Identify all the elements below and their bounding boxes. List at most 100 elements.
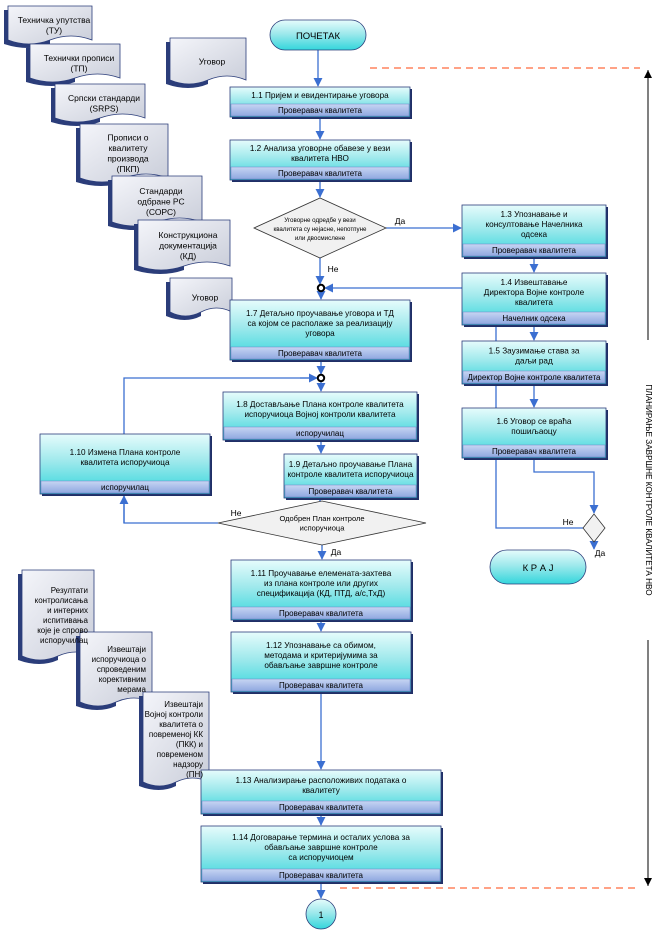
- input-document-3-text: Српски стандарди: [68, 93, 140, 103]
- input-document-3-text: (SRPS): [90, 104, 119, 114]
- merge-junction: [316, 283, 326, 293]
- step-1-3-title: одсека: [521, 230, 548, 239]
- step-1-8-role: испоручилац: [296, 429, 344, 438]
- evidence-document-1-text: које је спрово: [37, 626, 88, 635]
- step-1-3-role: Проверавач квалитета: [492, 246, 577, 255]
- input-document-6-text: Конструкциона: [159, 230, 218, 240]
- input-document-7: [169, 277, 233, 317]
- step-1-6-title: пошиљаоцу: [511, 427, 557, 436]
- reject-line: [123, 495, 218, 524]
- step-1-2-role: Проверавач квалитета: [278, 169, 363, 178]
- step-1-12-role-bar: [231, 678, 411, 692]
- step-1-2-role-bar: [230, 166, 410, 180]
- input-document-8-text: Уговор: [199, 56, 226, 66]
- input-document-8: [169, 37, 247, 85]
- input-document-1: [7, 5, 93, 45]
- step-1-5-title: даљи рад: [515, 357, 553, 366]
- step-1-10-role: испоручилац: [101, 483, 149, 492]
- step-1-5-title: 1.5 Заузимање става за: [489, 347, 580, 356]
- decision-plan-approved-text: испоручиоца: [300, 524, 346, 533]
- decision-contract-unclear-text: или двосмислене: [295, 235, 346, 242]
- step-1-14-title: обављање завршне контроле: [264, 843, 378, 852]
- evidence-document-2-text: корективним: [99, 675, 146, 684]
- decision-contract-unclear-text: квалитета су нејасне, непотпуне: [274, 226, 368, 233]
- step-1-8-title: 1.8 Достављање Плана контроле квалитета: [236, 400, 404, 409]
- input-document-8-shadow: [166, 42, 208, 88]
- input-document-6-text: документација: [159, 240, 217, 250]
- input-document-7-shadow: [166, 282, 201, 320]
- evidence-document-1-text: испитивања: [43, 616, 89, 625]
- side-label: ПЛАНИРАЊЕ ЗАВРШНЕ КОНТРОЛЕ КВАЛИТЕТА НВО: [644, 384, 653, 595]
- input-document-7-text: Уговор: [192, 292, 219, 302]
- step-1-11-role: Проверавач квалитета: [279, 609, 364, 618]
- evidence-document-2-text: мерама: [117, 685, 146, 694]
- step-1-11-title: из плана контроле или других: [264, 579, 378, 588]
- input-document-6-shadow: [134, 224, 184, 274]
- step-1-10-title: квалитета испоручиоца: [80, 458, 169, 467]
- decision-contract-unclear-text: Уговорне одредбе у вези: [284, 217, 356, 224]
- yes-label: Да: [595, 548, 606, 558]
- step-1-11-title: 1.11 Проучавање елемената-захтева: [251, 569, 392, 578]
- evidence-document-2-text: Извештаји: [107, 645, 146, 654]
- evidence-document-1-text: Резултати: [51, 586, 88, 595]
- step-1-3-title: 1.3 Упознавање и: [500, 210, 567, 219]
- step-1-14-title: 1.14 Договарање термина и осталих услова…: [232, 833, 410, 842]
- end-terminator: [489, 549, 587, 585]
- step-1-1-title: 1.1 Пријем и евидентирање уговора: [251, 91, 389, 100]
- no-label: Не: [328, 264, 339, 274]
- input-document-2-shadow: [26, 48, 75, 86]
- step-1-13-title: квалитету: [302, 786, 341, 795]
- step-1-3-role-bar: [462, 243, 606, 257]
- evidence-document-3-text: (ПН): [186, 770, 203, 779]
- input-document-1-text: (ТУ): [46, 26, 62, 36]
- evidence-document-3-text: надзору: [173, 760, 203, 769]
- step-1-6-role: Проверавач квалитета: [492, 447, 577, 456]
- step-1-14-role-bar: [201, 868, 441, 882]
- evidence-document-3-text: повременом: [157, 750, 203, 759]
- step-1-9-role: Проверавач квалитета: [308, 487, 393, 496]
- step-1-1-role: Проверавач квалитета: [278, 106, 363, 115]
- diagram-labels: 1.1 Пријем и евидентирање уговораПровера…: [18, 15, 653, 920]
- step-1-2-title: 1.2 Анализа уговорне обавезе у вези: [250, 144, 390, 153]
- step-1-12-role: Проверавач квалитета: [279, 681, 364, 690]
- yes-label: Да: [395, 216, 406, 226]
- step-1-9-role-bar: [284, 484, 417, 498]
- decision-plan-approved-text: Одобрен План контроле: [279, 514, 364, 523]
- evidence-document-2-text: испоручиоца о: [92, 655, 147, 664]
- no-label: Не: [563, 517, 574, 527]
- step-1-9-title: контроле квалитета испоручиоца: [287, 470, 413, 479]
- step-1-1-role-bar: [230, 103, 410, 117]
- step-1-3-title: консултовање Начелника: [485, 220, 583, 229]
- step-1-9-title: 1.9 Детаљно проучавање Плана: [289, 460, 413, 469]
- step-1-11-title: спецификација (КД, ПТД, а/с,ТхД): [257, 589, 386, 598]
- evidence-document-1-text: и интерних: [47, 606, 88, 615]
- step-1-8-title: испоручиоца Војној контроли квалитета: [244, 410, 396, 419]
- step-1-4-role: Начелник одсека: [502, 314, 566, 323]
- revision-line: [123, 377, 317, 434]
- input-document-4-text: квалитету: [108, 143, 148, 153]
- evidence-document-2-text: спроведеним: [97, 665, 146, 674]
- step-1-8-role-bar: [223, 426, 417, 440]
- input-document-4-text: (ПКП): [117, 164, 140, 174]
- step-1-11-role-bar: [231, 606, 411, 620]
- input-document-3: [54, 83, 146, 123]
- side-label-bg: [641, 340, 655, 640]
- step-1-4-title: 1.4 Извештавање: [501, 278, 568, 287]
- step-1-12-title: обављање завршне контроле: [264, 661, 378, 670]
- step-1-10-title: 1.10 Измена Плана контроле: [70, 448, 181, 457]
- step-1-13-title: 1.13 Анализирање расположивих података о: [235, 776, 406, 785]
- evidence-document-1-text: испоручилац: [40, 636, 88, 645]
- start-terminator: [269, 19, 367, 51]
- input-document-1-text: Техничка упутства: [18, 15, 91, 25]
- decision-contract-unclear: [253, 197, 387, 259]
- start-label: ПОЧЕТАК: [296, 31, 341, 42]
- step-1-4-title: квалитета: [515, 298, 553, 307]
- input-document-5-text: Стандарди: [139, 186, 183, 196]
- flow-arrow: [533, 458, 599, 514]
- step-1-13-role-bar: [201, 800, 441, 814]
- step-1-7-title: 1.7 Детаљно проучавање уговора и ТД: [246, 309, 394, 318]
- step-1-5-role: Директор Војне контроле квалитета: [468, 373, 601, 382]
- step-1-7-role: Проверавач квалитета: [278, 349, 363, 358]
- merge-junction: [316, 373, 326, 383]
